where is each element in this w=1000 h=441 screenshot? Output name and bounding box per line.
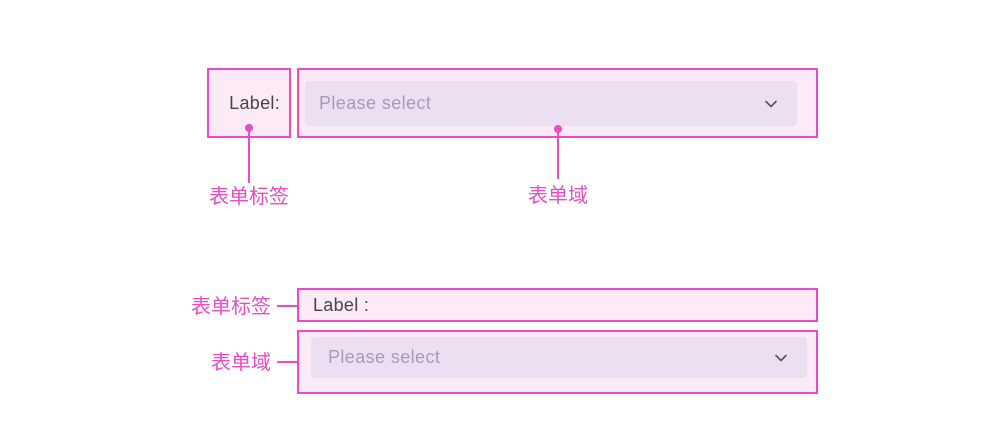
callout-line-label [277, 305, 301, 307]
horizontal-select-field[interactable]: Please select [305, 81, 797, 126]
annotation-form-label: 表单标签 [209, 186, 289, 208]
form-label-text: Label: [229, 92, 280, 113]
chevron-down-icon [763, 96, 779, 112]
chevron-down-icon [773, 350, 789, 366]
form-label-text: Label : [313, 294, 370, 315]
vertical-select-field[interactable]: Please select [311, 337, 807, 378]
select-placeholder: Please select [328, 347, 441, 367]
callout-line-field [277, 361, 301, 363]
annotation-form-label: 表单标签 [191, 296, 271, 318]
vertical-form-label-box: Label : [297, 288, 818, 322]
annotation-form-field: 表单域 [528, 185, 588, 207]
callout-line-field [557, 129, 559, 179]
select-placeholder: Please select [319, 93, 432, 113]
callout-line-label [248, 128, 250, 183]
annotation-form-field: 表单域 [211, 352, 271, 374]
